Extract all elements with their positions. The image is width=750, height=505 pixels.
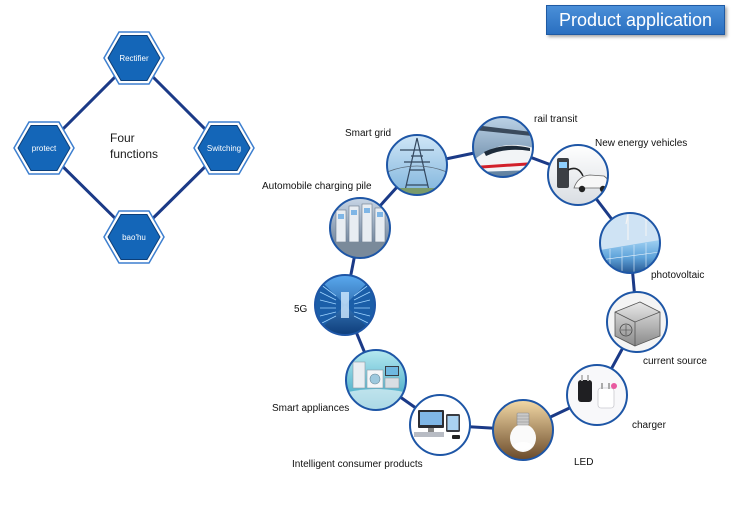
app-label-new-energy-vehicles: New energy vehicles: [595, 138, 687, 149]
hex-label-switching: Switching: [207, 144, 241, 153]
app-label-automobile-charging-pile: Automobile charging pile: [262, 181, 372, 192]
server-room-icon: [314, 274, 376, 336]
solar-panel-icon: [599, 212, 661, 274]
consumer-devices-icon: [409, 394, 471, 456]
applications-ring: Smart grid rail transit New energy vehic…: [262, 114, 707, 470]
app-label-rail-transit: rail transit: [534, 114, 578, 125]
hex-label-protect: protect: [32, 144, 57, 153]
app-label-led: LED: [574, 457, 593, 468]
hex-label-baohu: bao'hu: [122, 233, 146, 242]
hex-node-protect: protect: [13, 121, 75, 175]
hex-node-baohu: bao'hu: [103, 210, 165, 264]
functions-diagram: Rectifier protect Switching bao'hu Four fun…: [13, 31, 255, 264]
app-label-charger: charger: [632, 420, 667, 431]
hex-node-rectifier: Rectifier: [103, 31, 165, 85]
power-tower-icon: [386, 134, 448, 196]
app-label-intelligent-consumer-products: Intelligent consumer products: [292, 459, 423, 470]
hex-node-switching: Switching: [193, 121, 255, 175]
led-bulb-icon: [492, 399, 554, 461]
app-label-5g: 5G: [294, 304, 308, 315]
center-title-line2: functions: [110, 147, 158, 161]
app-label-current-source: current source: [643, 356, 707, 367]
ev-charging-icon: [547, 144, 609, 206]
app-label-smart-appliances: Smart appliances: [272, 403, 349, 414]
charging-pile-icon: [329, 197, 391, 259]
hex-label-rectifier: Rectifier: [119, 54, 149, 63]
power-supply-icon: [606, 291, 668, 353]
home-appliances-icon: [345, 349, 407, 411]
charger-adapter-icon: [566, 364, 628, 426]
page-title: Product application: [546, 5, 725, 35]
center-title-line1: Four: [110, 131, 135, 145]
bullet-train-icon: [472, 116, 534, 178]
app-label-smart-grid: Smart grid: [345, 128, 391, 139]
app-label-photovoltaic: photovoltaic: [651, 270, 704, 281]
